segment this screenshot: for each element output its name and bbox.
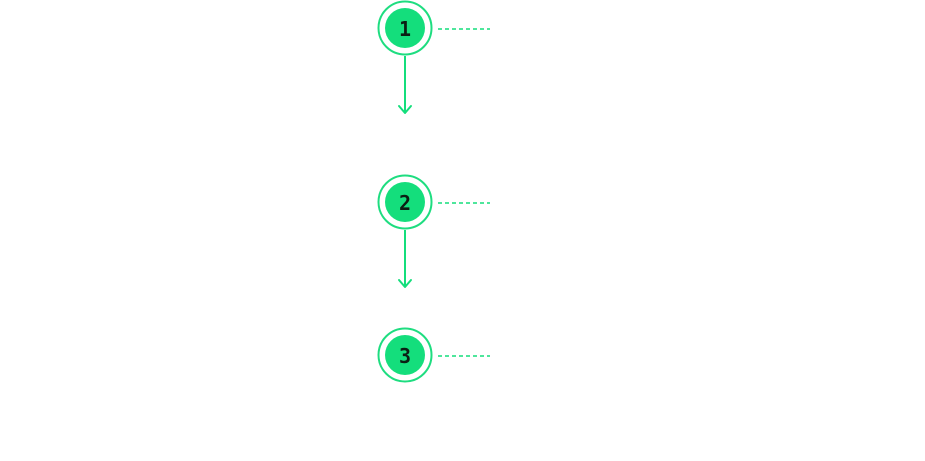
connector-2-3 — [398, 230, 412, 288]
connector-1-2 — [398, 56, 412, 114]
step-3-number: 3 — [399, 344, 411, 368]
step-2-number: 2 — [399, 191, 411, 215]
step-2-badge — [385, 182, 425, 222]
step-1: 1 — [377, 0, 433, 56]
step-1-number: 1 — [399, 17, 411, 41]
step-2-ring — [377, 174, 433, 230]
step-1-badge — [385, 8, 425, 48]
step-3-badge — [385, 335, 425, 375]
step-3-ring — [377, 327, 433, 383]
step-1-ring — [377, 0, 433, 56]
arrow-down-icon — [398, 105, 412, 114]
step-3: 3 — [377, 327, 433, 383]
arrow-down-icon — [398, 279, 412, 288]
step-2: 2 — [377, 174, 433, 230]
